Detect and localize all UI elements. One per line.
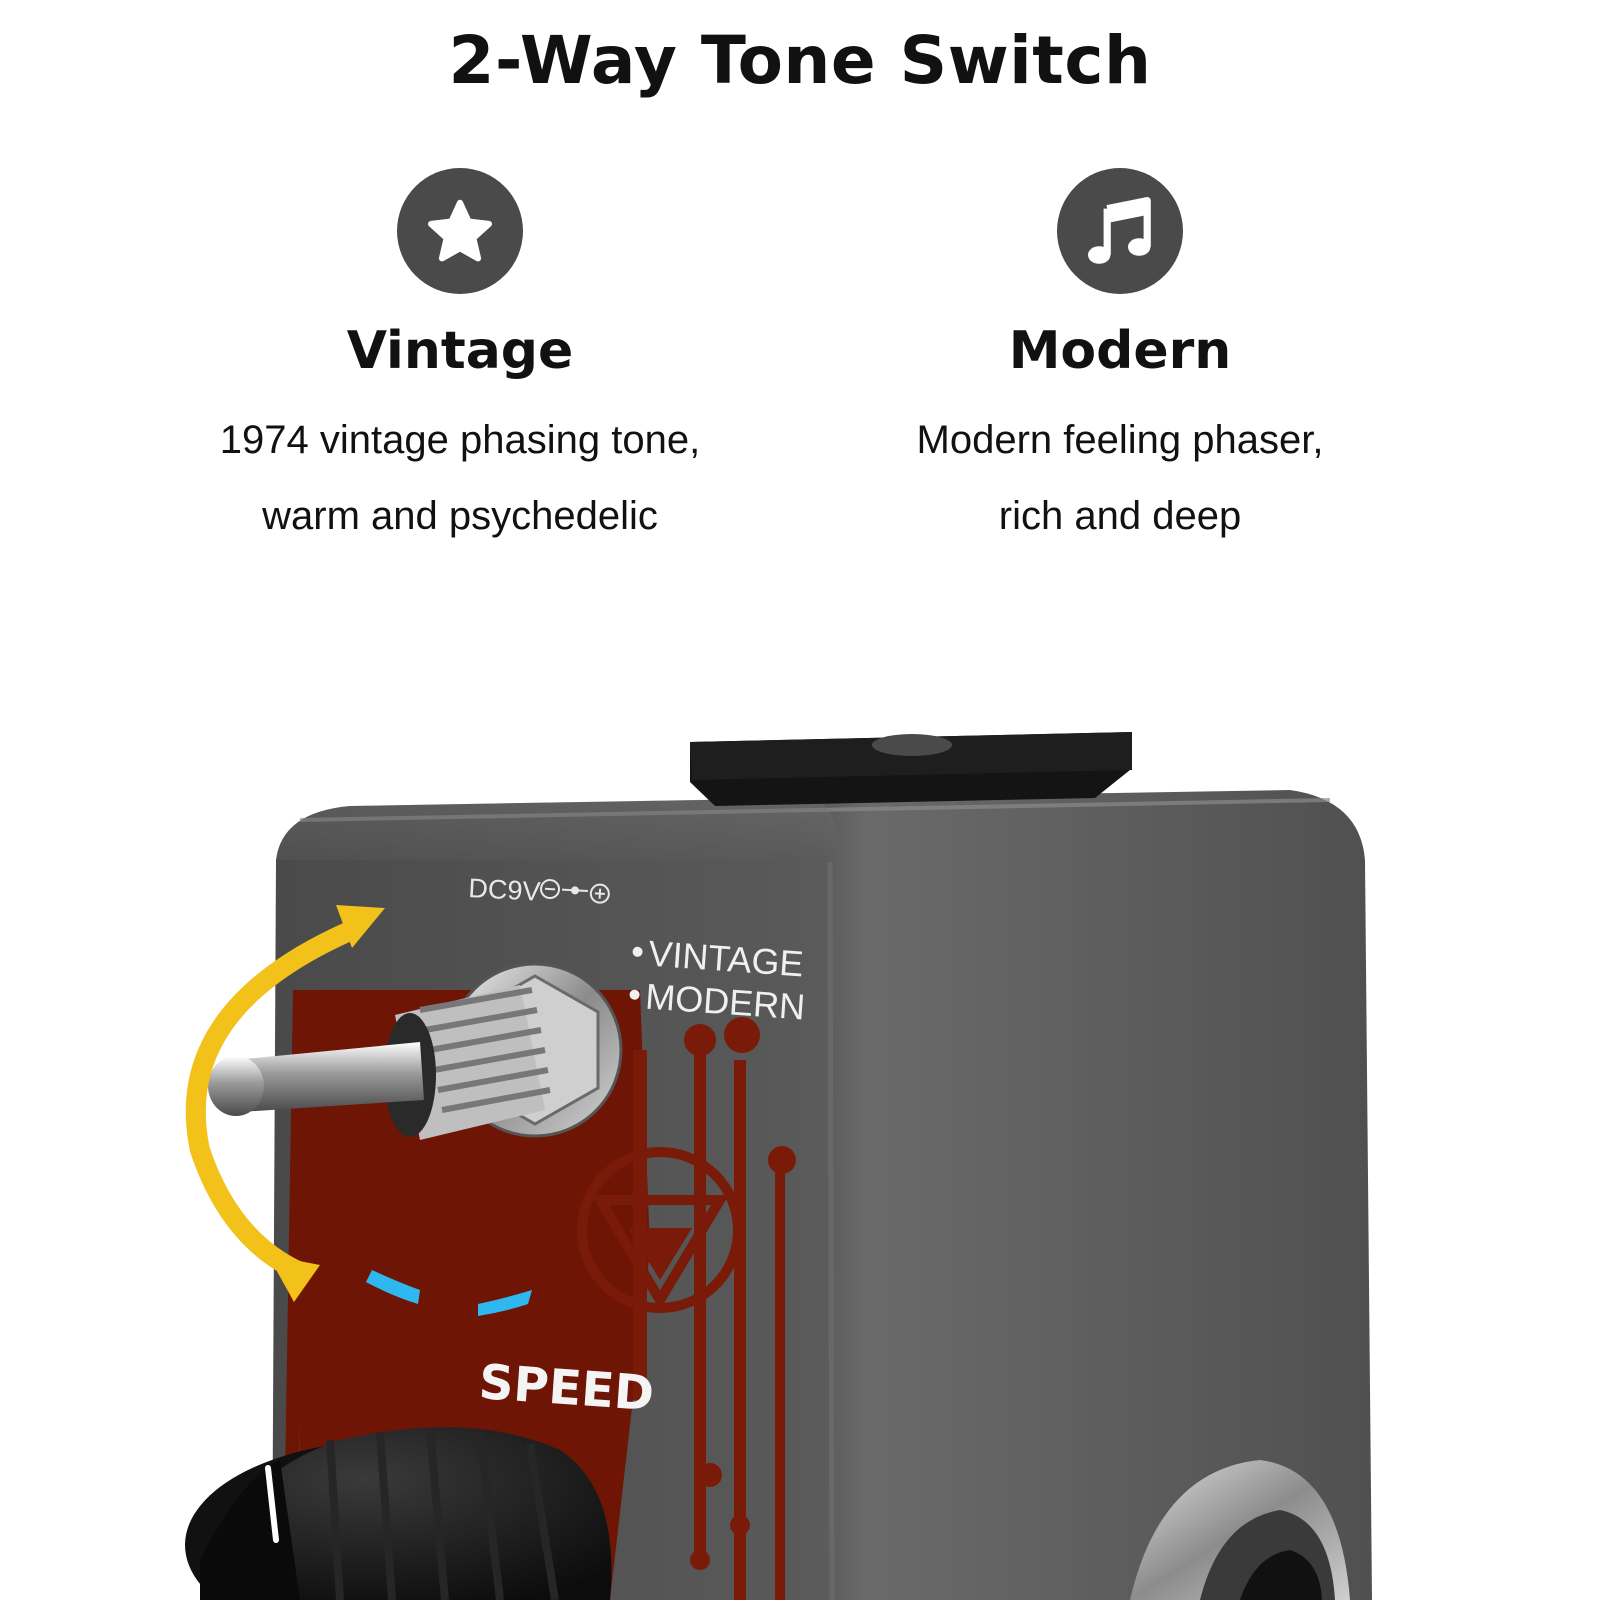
speed-knob[interactable] [185, 1427, 612, 1600]
feature-line: Modern feeling phaser, [916, 418, 1324, 462]
led-right [478, 1290, 532, 1316]
speed-label: SPEED [477, 1354, 656, 1422]
power-label: DC9V [468, 873, 542, 907]
threaded-bushing [384, 985, 551, 1140]
tone-toggle-switch[interactable] [208, 962, 623, 1140]
feature-description: Modern feeling phaser, rich and deep [800, 402, 1440, 554]
feature-line: rich and deep [998, 494, 1242, 538]
output-jack [1130, 1460, 1350, 1600]
mode-labels: VINTAGE MODERN [629, 933, 807, 1028]
led-left [366, 1270, 420, 1304]
top-jack-block [690, 732, 1132, 806]
feature-modern: Modern Modern feeling phaser, rich and d… [800, 168, 1440, 554]
feature-heading: Vintage [346, 321, 574, 381]
page-title: 2-Way Tone Switch [448, 22, 1152, 99]
feature-line: warm and psychedelic [262, 494, 658, 538]
pedal-photo: DC9V VINTAGE MODERN SPEED [185, 732, 1372, 1600]
music-note-icon [1057, 168, 1183, 294]
knob-indicator [265, 1465, 279, 1543]
switch-direction-arrow-icon [185, 905, 385, 1302]
toggle-lever[interactable] [208, 1042, 424, 1116]
feature-line: 1974 vintage phasing tone, [219, 418, 701, 462]
feature-vintage: Vintage 1974 vintage phasing tone, warm … [140, 168, 780, 554]
power-polarity-icon [540, 879, 610, 904]
feature-description: 1974 vintage phasing tone, warm and psyc… [140, 402, 780, 554]
feature-heading: Modern [1008, 321, 1232, 381]
star-icon [397, 168, 523, 294]
